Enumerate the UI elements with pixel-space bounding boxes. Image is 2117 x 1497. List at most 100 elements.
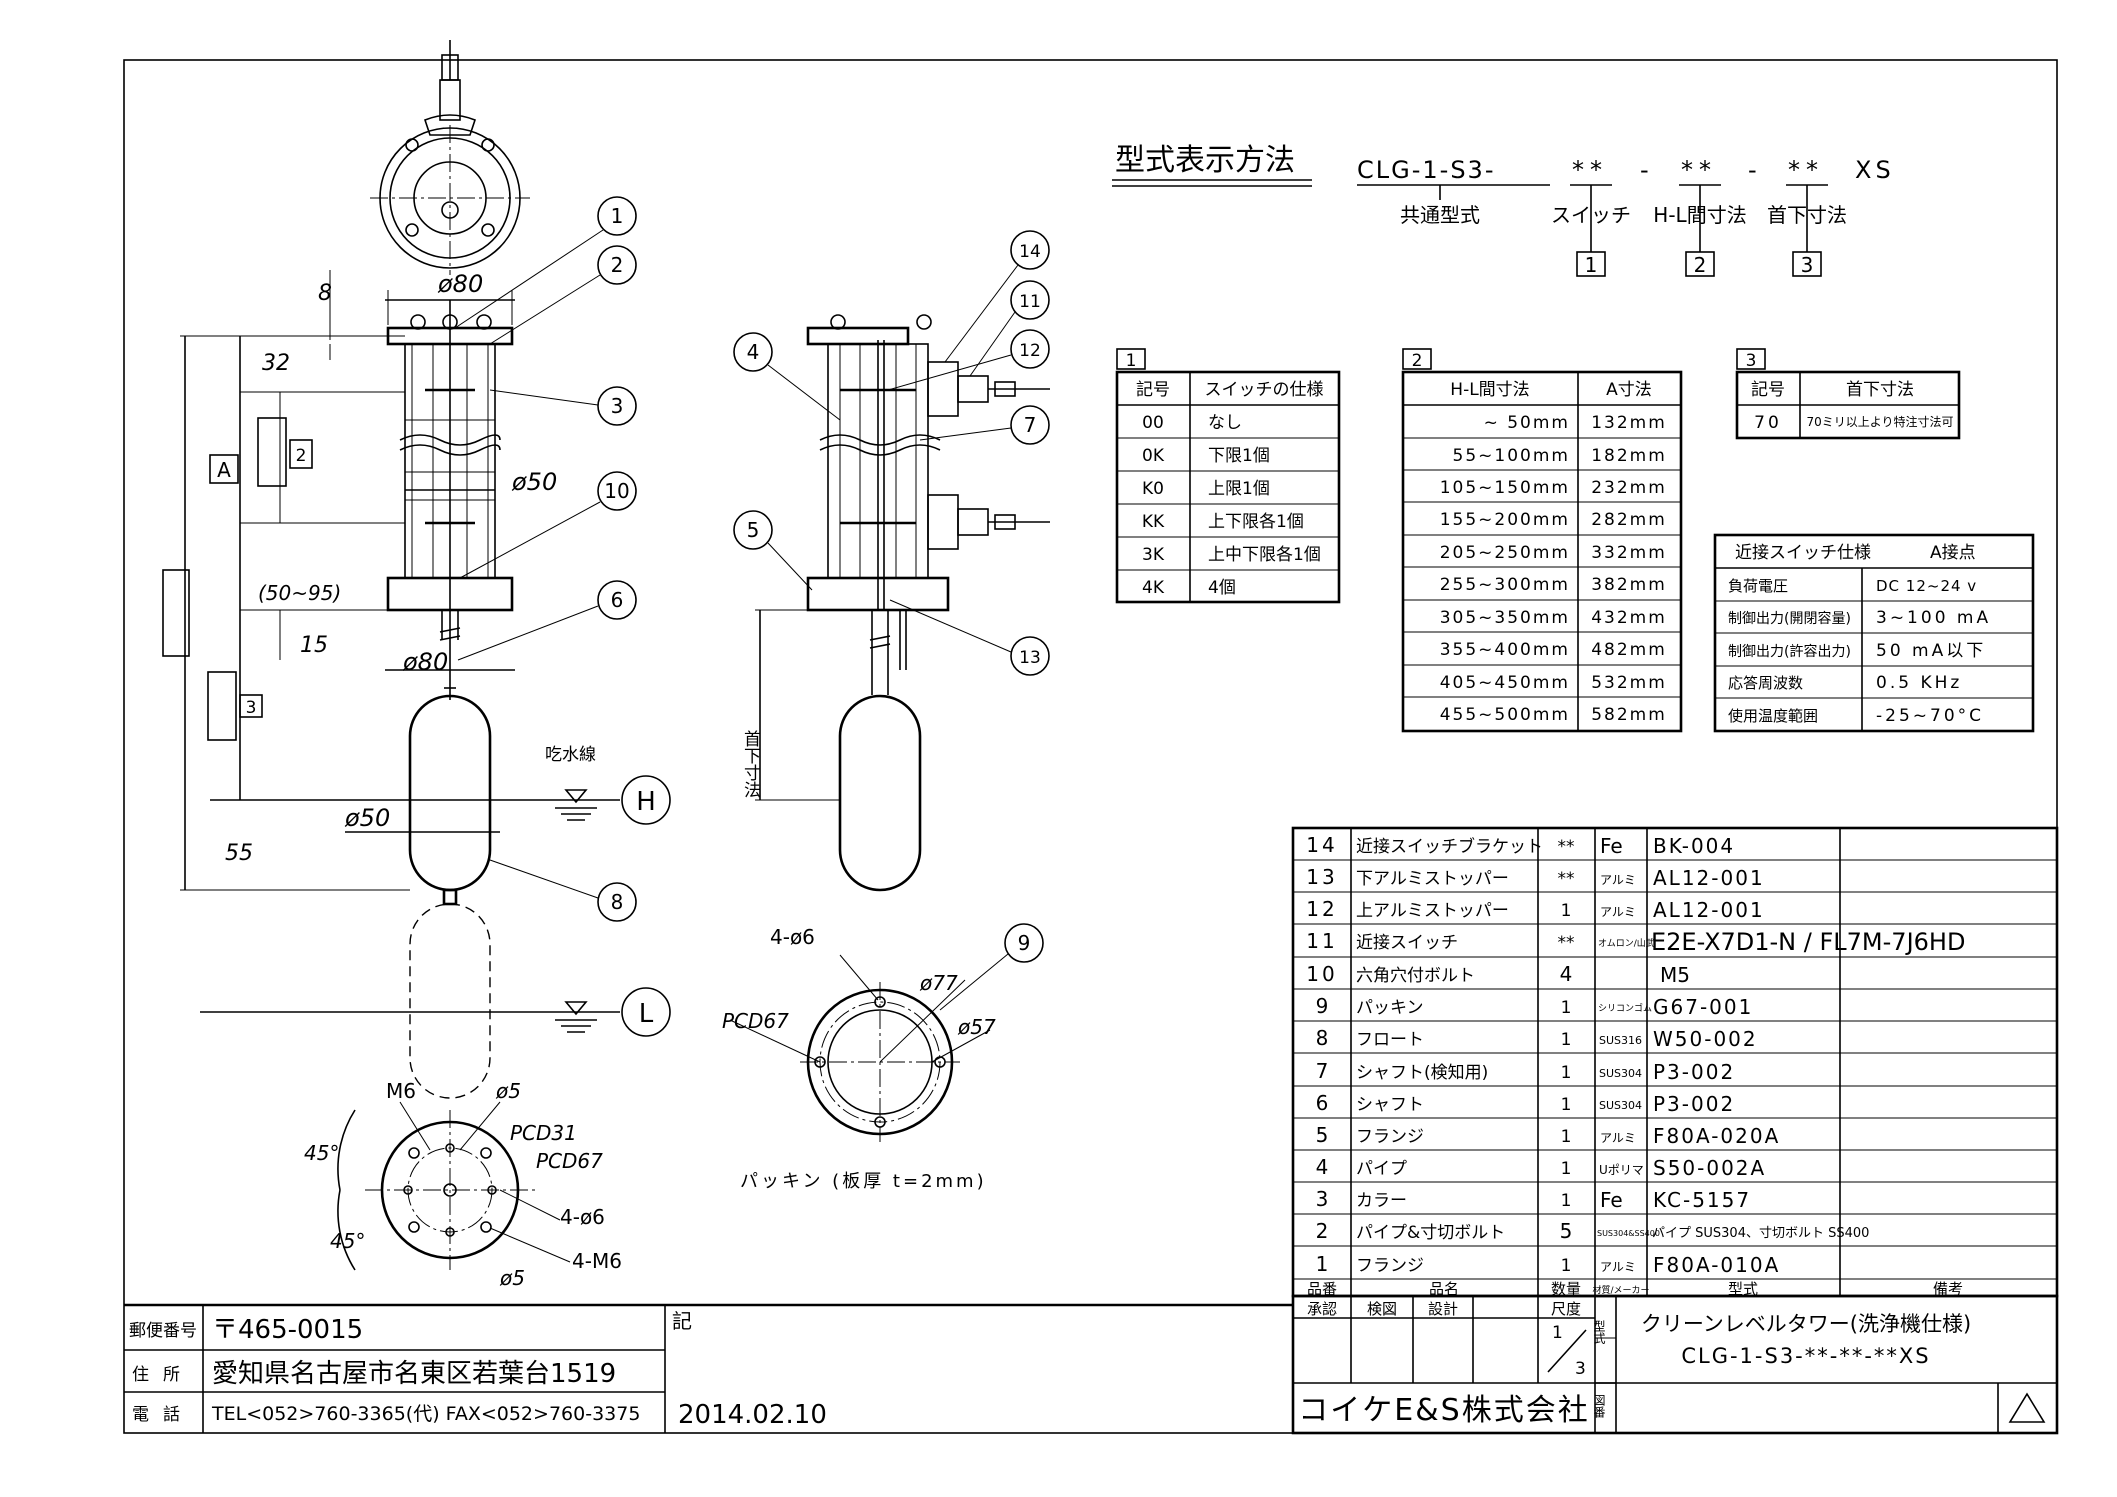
title-approve-label: 承認 bbox=[1307, 1300, 1337, 1318]
parts-material: オムロン/山武 bbox=[1598, 937, 1655, 949]
designation-box-1: 1 bbox=[1585, 253, 1598, 277]
balloon-2 bbox=[597, 245, 637, 285]
hl-range: 455~500mm bbox=[1440, 705, 1570, 725]
parts-model: P3-002 bbox=[1653, 1060, 1735, 1084]
hl-a: 182mm bbox=[1591, 446, 1667, 466]
parts-name: 下アルミストッパー bbox=[1356, 869, 1509, 889]
hl-a: 482mm bbox=[1591, 640, 1667, 660]
title-scale-label: 尺度 bbox=[1551, 1300, 1581, 1318]
parts-qty: 1 bbox=[1561, 1191, 1572, 1211]
note-label: 記 bbox=[672, 1309, 692, 1333]
parts-qty: 1 bbox=[1561, 1159, 1572, 1179]
dim-pcd67a: PCD67 bbox=[536, 1149, 603, 1173]
parts-no: 6 bbox=[1316, 1091, 1329, 1115]
prox-switch-table: 近接スイッチ仕様 A接点 負荷電圧 DC 12~24 v 制御出力(開閉容量) … bbox=[1713, 533, 2035, 733]
parts-name: カラー bbox=[1356, 1191, 1407, 1211]
parts-material: SUS316 bbox=[1599, 1034, 1642, 1047]
front-view: A 2 3 ø80 ø80 ø50 ø50 8 32 (50~95) 15 55… bbox=[162, 270, 671, 1290]
switch-spec: 上中下限各1個 bbox=[1208, 545, 1321, 565]
parts-name: フランジ bbox=[1356, 1127, 1424, 1147]
parts-qty: 1 bbox=[1561, 1127, 1572, 1147]
parts-material: アルミ bbox=[1600, 905, 1636, 919]
parts-model: F80A-010A bbox=[1653, 1253, 1780, 1277]
dim-neck: 首下寸法 bbox=[740, 730, 761, 798]
switch-header-spec: スイッチの仕様 bbox=[1205, 380, 1324, 400]
address-value: 愛知県名古屋市名東区若葉台1519 bbox=[212, 1359, 616, 1389]
hl-a: 332mm bbox=[1591, 543, 1667, 563]
parts-material: Uポリマ bbox=[1599, 1163, 1644, 1177]
dim-ang45a: 45° bbox=[304, 1141, 339, 1165]
parts-material: SUS304&SS400 bbox=[1597, 1229, 1660, 1238]
designation-label-neck: 首下寸法 bbox=[1767, 203, 1847, 227]
hl-header-a: A寸法 bbox=[1606, 380, 1652, 400]
balloon-label: 13 bbox=[1019, 648, 1041, 668]
hl-a: 582mm bbox=[1591, 705, 1667, 725]
parts-model: KC-5157 bbox=[1653, 1188, 1751, 1212]
parts-material: シリコンゴム bbox=[1598, 1002, 1652, 1014]
hl-range: 105~150mm bbox=[1440, 478, 1570, 498]
parts-model: AL12-001 bbox=[1653, 866, 1765, 890]
sheet-border bbox=[123, 59, 2058, 1434]
prox-item: 制御出力(許容出力) bbox=[1728, 643, 1851, 660]
designation-code-sep2: - bbox=[1748, 156, 1757, 184]
balloon-label: 2 bbox=[611, 253, 624, 277]
parts-qty: 1 bbox=[1561, 1030, 1572, 1050]
title-name-line1: クリーンレベルタワー(洗浄機仕様) bbox=[1641, 1312, 1971, 1336]
dim-hole4-6b: 4-ø6 bbox=[770, 925, 815, 949]
balloon-7 bbox=[1010, 405, 1050, 445]
designation-code-hl: ** bbox=[1681, 156, 1717, 184]
dim-50-95: (50~95) bbox=[258, 581, 341, 605]
hl-a: 232mm bbox=[1591, 478, 1667, 498]
dim-a-box: A bbox=[217, 458, 231, 482]
balloon-label: 5 bbox=[747, 518, 760, 542]
title-zuban-label: 図番 bbox=[1592, 1394, 1606, 1419]
parts-material: アルミ bbox=[1600, 1131, 1636, 1145]
parts-qty: 1 bbox=[1561, 1256, 1572, 1276]
level-h: H bbox=[636, 787, 656, 817]
parts-qty: ** bbox=[1558, 869, 1575, 889]
dim-phi5a: ø5 bbox=[495, 1079, 521, 1103]
hl-a: 382mm bbox=[1591, 575, 1667, 595]
dim-8: 8 bbox=[318, 281, 332, 306]
parts-no: 10 bbox=[1306, 962, 1337, 986]
parts-footer-qty: 数量 bbox=[1551, 1280, 1581, 1298]
balloon-label: 4 bbox=[747, 340, 760, 364]
designation-box-2: 2 bbox=[1694, 253, 1707, 277]
designation-box-3: 3 bbox=[1801, 253, 1814, 277]
prox-header-title: 近接スイッチ仕様 bbox=[1735, 543, 1871, 563]
phone-label: 電話 bbox=[132, 1405, 194, 1425]
balloon-6 bbox=[597, 580, 637, 620]
parts-qty: 1 bbox=[1561, 1095, 1572, 1115]
dim-55: 55 bbox=[225, 841, 253, 866]
balloon-5 bbox=[733, 510, 773, 550]
dim-ang45b: 45° bbox=[330, 1229, 365, 1253]
parts-name: 近接スイッチ bbox=[1356, 933, 1458, 953]
balloon-3 bbox=[597, 386, 637, 426]
switch-spec: 上下限各1個 bbox=[1208, 512, 1304, 532]
waterline-label: 吃水線 bbox=[545, 745, 596, 765]
parts-model: W50-002 bbox=[1653, 1027, 1758, 1051]
parts-qty: 1 bbox=[1561, 998, 1572, 1018]
parts-qty: 5 bbox=[1560, 1219, 1573, 1243]
dim-box-3: 3 bbox=[246, 698, 257, 718]
switch-spec: 下限1個 bbox=[1208, 446, 1270, 466]
parts-name: 六角穴付ボルト bbox=[1356, 966, 1475, 986]
hl-range: 305~350mm bbox=[1440, 608, 1570, 628]
parts-no: 9 bbox=[1316, 994, 1329, 1018]
hl-range: 55~100mm bbox=[1453, 446, 1570, 466]
parts-name: フランジ bbox=[1356, 1256, 1424, 1276]
dim-phi50-pipe: ø50 bbox=[511, 468, 557, 496]
parts-model: M5 bbox=[1660, 963, 1690, 987]
balloon-12 bbox=[1010, 329, 1050, 369]
title-design-label: 設計 bbox=[1428, 1300, 1458, 1318]
parts-material: SUS304 bbox=[1599, 1067, 1642, 1080]
prox-value: 50 mA以下 bbox=[1876, 641, 1986, 661]
parts-qty: 1 bbox=[1561, 1063, 1572, 1083]
parts-name: パッキン bbox=[1356, 998, 1424, 1018]
prox-value: -25~70°C bbox=[1876, 706, 1984, 726]
designation-code-base: CLG-1-S3- bbox=[1357, 156, 1495, 184]
dim-box-2: 2 bbox=[296, 446, 307, 466]
dim-phi5b: ø5 bbox=[499, 1266, 525, 1290]
designation-code-neck: ** bbox=[1788, 156, 1824, 184]
